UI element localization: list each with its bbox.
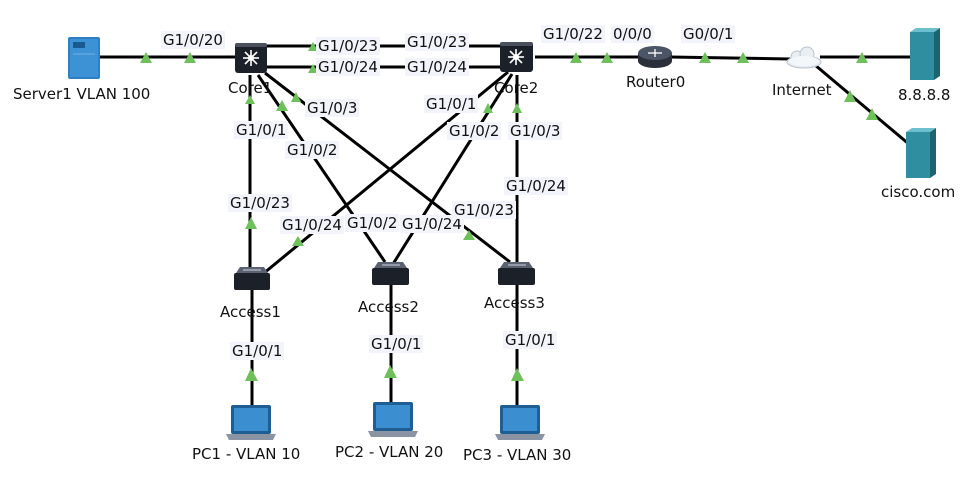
pc1-laptop-icon[interactable]	[226, 405, 276, 440]
device-label-dns: 8.8.8.8	[898, 86, 951, 104]
link-up-indicator	[570, 52, 582, 63]
port-label-core1-access3: G1/0/3	[305, 99, 360, 117]
port-label-access3-core1: G1/0/23	[452, 201, 516, 219]
device-label-router0: Router0	[626, 73, 686, 91]
links	[100, 44, 911, 405]
pc2-laptop-icon[interactable]	[368, 402, 418, 437]
port-label-access1-pc1: G1/0/1	[230, 342, 285, 360]
device-label-core2: Core2	[494, 79, 539, 97]
link-up-indicator	[699, 52, 711, 63]
server1-icon[interactable]	[68, 37, 100, 79]
device-label-pc2: PC2 - VLAN 20	[335, 443, 444, 461]
device-label-pc1: PC1 - VLAN 10	[192, 445, 301, 463]
port-label-core1-core2-g24-core1: G1/0/24	[316, 58, 380, 76]
link-up-indicator	[856, 52, 868, 63]
router0-icon[interactable]	[638, 46, 672, 68]
access2-switch-icon[interactable]	[372, 262, 409, 285]
port-label-router0-core2: 0/0/0	[611, 25, 654, 43]
port-label-core1-access1: G1/0/1	[234, 121, 289, 139]
internet-cloud-icon[interactable]	[786, 46, 822, 69]
dns-server-icon[interactable]	[910, 28, 940, 80]
device-label-core1: Core1	[228, 79, 273, 97]
port-label-access3-core2: G1/0/24	[504, 177, 568, 195]
cisco-server-icon[interactable]	[906, 128, 936, 178]
device-label-cisco: cisco.com	[881, 183, 956, 201]
device-label-access2: Access2	[358, 298, 419, 316]
device-label-access1: Access1	[220, 303, 281, 321]
link-up-indicator	[483, 103, 493, 113]
access3-switch-icon[interactable]	[498, 262, 535, 285]
link-up-indicator	[511, 368, 524, 381]
link-up-indicator	[308, 42, 318, 51]
link-internet-cisco[interactable]	[814, 63, 911, 147]
port-label-core1-core2-g23-core1: G1/0/23	[316, 37, 380, 55]
link-up-indicator	[140, 52, 152, 63]
link-router0-internet[interactable]	[669, 55, 791, 61]
port-label-router0-internet: G0/0/1	[681, 25, 736, 43]
link-up-indicator	[866, 108, 878, 120]
pc3-laptop-icon[interactable]	[495, 405, 545, 440]
device-label-server1: Server1 VLAN 100	[13, 85, 151, 103]
port-label-access2-pc2: G1/0/1	[369, 335, 424, 353]
link-up-indicator	[245, 217, 257, 229]
core1-multilayer-switch-icon[interactable]	[235, 43, 267, 73]
core2-multilayer-switch-icon[interactable]	[500, 42, 533, 72]
port-label-core2-access1: G1/0/1	[424, 95, 479, 113]
device-label-access3: Access3	[484, 294, 545, 312]
port-label-access1-core1: G1/0/23	[228, 194, 292, 212]
port-label-access2-core1: G1/0/2	[345, 214, 400, 232]
port-label-core2-access3: G1/0/3	[508, 122, 563, 140]
port-label-server1-core1: G1/0/20	[161, 31, 225, 49]
link-up-indicator	[601, 52, 613, 63]
port-label-core1-access2: G1/0/2	[285, 141, 340, 159]
port-label-core1-core2-g23-core2: G1/0/23	[405, 33, 469, 51]
port-label-core2-router0: G1/0/22	[541, 25, 605, 43]
link-up-indicator	[384, 365, 397, 378]
device-label-pc3: PC3 - VLAN 30	[463, 446, 572, 464]
link-up-indicator	[844, 90, 856, 102]
device-label-internet: Internet	[772, 81, 832, 99]
port-label-access1-core2: G1/0/24	[280, 216, 344, 234]
port-label-access2-core2: G1/0/24	[400, 215, 464, 233]
link-up-indicator	[512, 103, 522, 113]
link-up-indicator	[291, 92, 301, 102]
port-label-core2-access2: G1/0/2	[447, 122, 502, 140]
link-up-indicator	[245, 368, 258, 381]
port-label-core1-core2-g24-core2: G1/0/24	[405, 58, 469, 76]
link-up-indicator	[463, 230, 475, 240]
access1-switch-icon[interactable]	[234, 267, 270, 290]
link-up-indicator	[276, 100, 288, 111]
link-up-indicator	[245, 95, 255, 104]
port-label-access3-pc3: G1/0/1	[503, 331, 558, 349]
link-up-indicator	[292, 236, 304, 246]
link-up-indicator	[308, 64, 318, 73]
link-status-indicators	[140, 42, 878, 381]
link-up-indicator	[737, 52, 749, 63]
link-up-indicator	[184, 52, 196, 63]
